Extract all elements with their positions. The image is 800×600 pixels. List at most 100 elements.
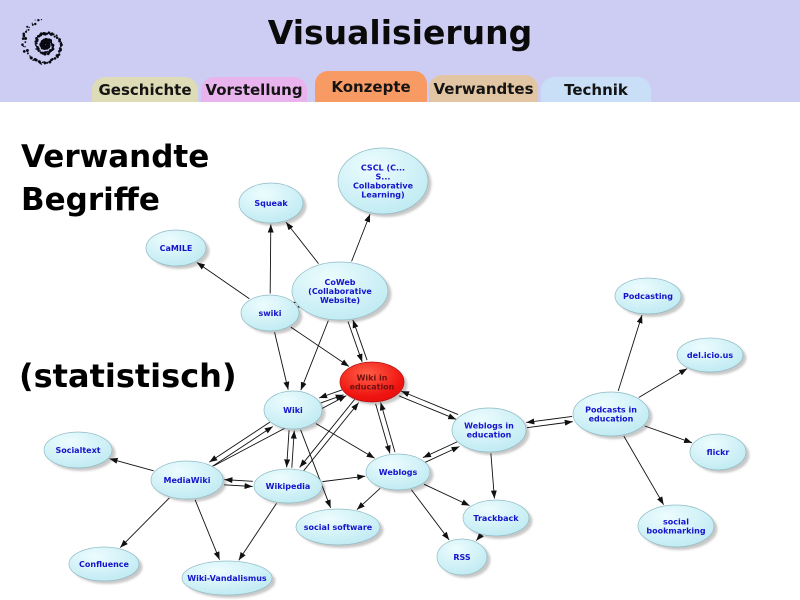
graph-edge <box>290 326 350 367</box>
graph-edge <box>475 532 484 541</box>
graph-edge <box>425 446 460 463</box>
tab-label: Geschichte <box>98 80 192 99</box>
graph-edge <box>400 390 459 415</box>
section-heading: Verwandte Begriffe <box>21 136 209 222</box>
graph-node-label: Wikipedia <box>266 482 311 491</box>
graph-edge <box>315 423 375 459</box>
graph-edge <box>224 483 253 490</box>
graph-node-wiki[interactable]: Wiki <box>263 390 323 430</box>
graph-edge <box>347 321 363 363</box>
graph-node-mediawiki[interactable]: MediaWiki <box>150 460 224 500</box>
tab-vorstellung[interactable]: Vorstellung <box>201 77 307 102</box>
graph-node-wiki_vandalismus[interactable]: Wiki-Vandalismus <box>181 560 273 596</box>
graph-node-label: Confluence <box>79 560 130 569</box>
graph-edge <box>300 320 329 391</box>
tab-konzepte[interactable]: Konzepte <box>315 71 427 102</box>
graph-node-label: flickr <box>707 448 730 457</box>
graph-edge <box>352 319 368 361</box>
graph-node-flickr[interactable]: flickr <box>689 433 747 471</box>
tab-label: Konzepte <box>331 77 411 96</box>
graph-edge <box>300 429 332 509</box>
tab-verwandtes[interactable]: Verwandtes <box>429 75 538 102</box>
section-subheading: (statistisch) <box>19 357 237 395</box>
fractal-spiral-logo-icon <box>21 18 63 65</box>
graph-edges <box>109 213 693 561</box>
graph-edge <box>490 453 497 499</box>
graph-edge <box>351 213 371 262</box>
graph-edge <box>644 425 693 444</box>
graph-node-label: Trackback <box>473 514 519 523</box>
graph-edge <box>423 483 470 507</box>
graph-edge <box>422 441 458 459</box>
graph-edge <box>284 430 291 468</box>
graph-edge <box>526 419 573 429</box>
graph-node-label: Wiki <box>283 406 303 415</box>
graph-edge <box>322 474 366 483</box>
graph-edge <box>638 368 688 398</box>
section-heading-line2: Begriffe <box>21 182 160 218</box>
graph-edge <box>617 315 643 392</box>
graph-edge <box>209 421 271 463</box>
graph-node-squeak[interactable]: Squeak <box>238 182 304 224</box>
graph-node-wikipedia[interactable]: Wikipedia <box>253 468 323 504</box>
graph-edge <box>303 402 360 471</box>
graph-edge <box>213 395 347 467</box>
graph-edge <box>109 457 154 472</box>
graph-edge <box>267 224 274 294</box>
graph-node-confluence[interactable]: Confluence <box>68 546 140 582</box>
tab-label: Verwandtes <box>433 79 534 98</box>
graph-node-label: Podcasting <box>623 292 673 301</box>
graph-node-label: swiki <box>259 309 282 318</box>
graph-node-camile[interactable]: CaMILE <box>145 229 207 267</box>
graph-edge <box>623 435 665 505</box>
graph-node-label: Wiki-Vandalismus <box>187 574 267 583</box>
graph-node-label: CaMILE <box>160 244 193 253</box>
graph-edge <box>194 499 220 560</box>
graph-node-label: del.icio.us <box>687 351 733 360</box>
graph-node-podcasting[interactable]: Podcasting <box>614 277 682 315</box>
tab-technik[interactable]: Technik <box>541 77 651 102</box>
graph-edge <box>196 262 250 300</box>
graph-node-trackback[interactable]: Trackback <box>462 499 530 537</box>
graph-node-label: social software <box>304 523 373 532</box>
graph-node-label: Socialtext <box>55 446 100 455</box>
graph-node-label: MediaWiki <box>164 476 211 485</box>
graph-node-label: RSS <box>453 553 471 562</box>
content-area: Verwandte Begriffe (statistisch) <box>0 102 800 600</box>
graph-node-label: Weblogs <box>379 468 418 477</box>
graph-node-weblogs[interactable]: Weblogs <box>365 453 431 491</box>
graph-edge <box>375 403 391 454</box>
graph-edge <box>526 416 573 425</box>
graph-edge <box>274 332 290 390</box>
graph-edge <box>290 430 297 468</box>
graph-node-rss[interactable]: RSS <box>436 538 488 576</box>
graph-node-label: Squeak <box>254 199 288 208</box>
tab-geschichte[interactable]: Geschichte <box>92 77 198 102</box>
graph-edge <box>211 426 274 467</box>
graph-node-swiki[interactable]: swiki <box>240 294 300 332</box>
graph-node-social_software[interactable]: social software <box>295 508 381 546</box>
graph-edge <box>119 497 170 548</box>
graph-edge <box>224 477 253 484</box>
graph-edge <box>379 402 396 453</box>
graph-edge <box>285 221 319 264</box>
section-heading-line1: Verwandte <box>21 139 210 175</box>
graph-node-delicious[interactable]: del.icio.us <box>676 337 744 373</box>
graph-node-socialtext[interactable]: Socialtext <box>43 431 113 469</box>
graph-edge <box>238 503 277 561</box>
